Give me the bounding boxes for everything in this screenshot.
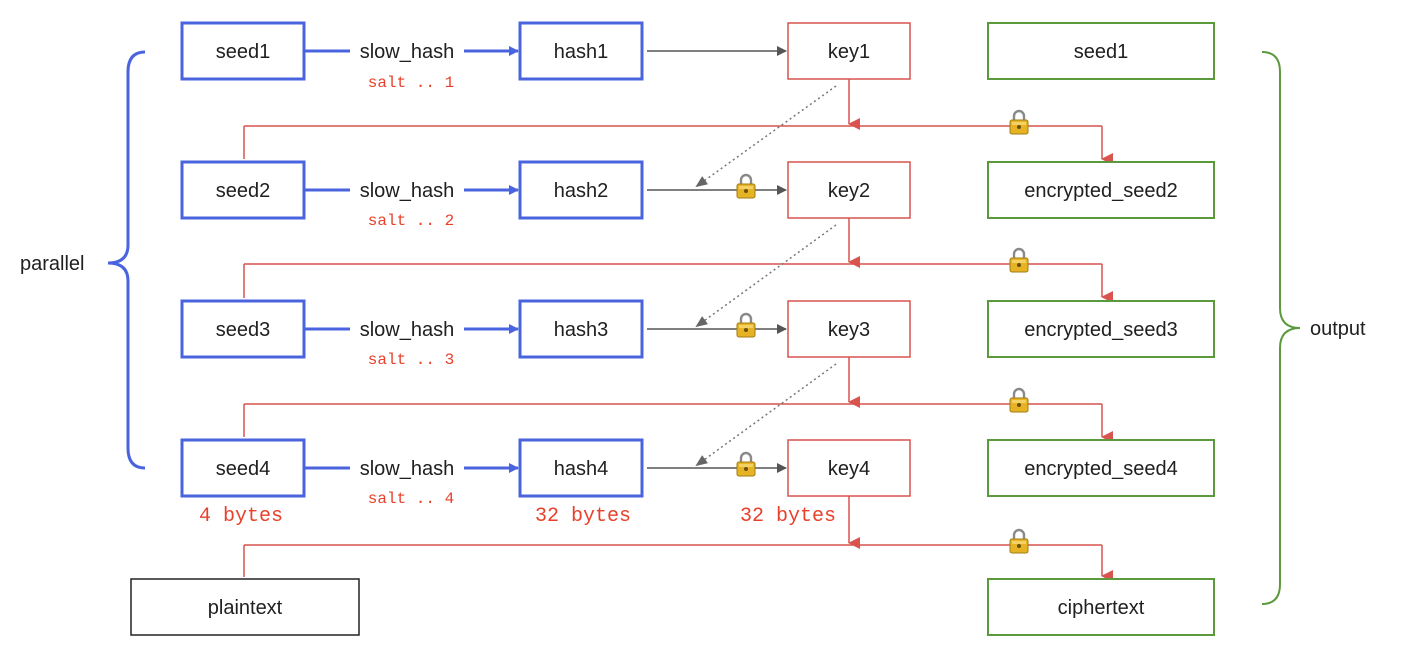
lock-icon [735,173,757,200]
seed-size-label: 4 bytes [199,505,283,528]
key-box [787,161,911,219]
hash-size-label: 32 bytes [535,505,631,528]
output-label-text: encrypted_seed3 [1024,319,1177,341]
parallel-bracket [107,50,146,470]
output-label-text: encrypted_seed4 [1024,458,1177,480]
connector-4-bottom [243,496,1113,582]
connector-1-2 [243,79,1113,188]
hash-label: hash1 [554,41,609,63]
hash-box [518,21,644,81]
output-label: output [1310,318,1366,340]
lock-icon [1008,387,1030,414]
hash-box [518,299,644,359]
row-4: seed4 slow_hash salt .. 4 hash4 key4 enc… [180,438,1215,508]
row-1: seed1 slow_hash salt .. 1 hash1 key1 see… [180,21,1215,92]
salt-label: salt .. 3 [368,351,454,369]
output-label-text: seed1 [1074,41,1129,63]
seed-box [180,160,306,220]
seed-box [180,21,306,81]
parallel-label: parallel [20,253,84,275]
slow-hash-label: slow_hash [360,41,455,63]
key-box [787,22,911,80]
row-2: seed2 slow_hash salt .. 2 hash2 key2 enc… [180,160,1215,230]
plaintext-box [130,578,360,636]
slow-hash-label: slow_hash [360,458,455,480]
lock-icon [735,451,757,478]
hash-box [518,438,644,498]
salt-label: salt .. 2 [368,212,454,230]
output-bracket [1261,51,1301,605]
ciphertext-box [987,578,1215,636]
output-box [987,300,1215,358]
lock-icon [735,312,757,339]
hash-box [518,160,644,220]
lock-icon [1008,247,1030,274]
seed-label: seed3 [216,319,271,341]
key-label: key3 [828,319,870,341]
key-box [787,439,911,497]
key-box [787,300,911,358]
key-size-label: 32 bytes [740,505,836,528]
seed-box [180,299,306,359]
key-label: key4 [828,458,870,480]
connector-2-3 [243,218,1113,328]
connector-3-4 [243,357,1113,467]
salt-label: salt .. 1 [368,74,454,92]
output-box [987,161,1215,219]
lock-icon [1008,109,1030,136]
output-label-text: encrypted_seed2 [1024,180,1177,202]
key-label: key2 [828,180,870,202]
seed-label: seed2 [216,180,271,202]
seed-label: seed1 [216,41,271,63]
plaintext-label: plaintext [208,597,283,619]
output-box [987,22,1215,80]
salt-label: salt .. 4 [368,490,454,508]
row-3: seed3 slow_hash salt .. 3 hash3 key3 enc… [180,299,1215,369]
ciphertext-label: ciphertext [1058,597,1145,619]
seed-label: seed4 [216,458,271,480]
key-label: key1 [828,41,870,63]
hash-label: hash3 [554,319,609,341]
hash-label: hash2 [554,180,609,202]
slow-hash-label: slow_hash [360,180,455,202]
output-box [987,439,1215,497]
slow-hash-label: slow_hash [360,319,455,341]
seed-box [180,438,306,498]
hash-label: hash4 [554,458,609,480]
lock-icon [1008,528,1030,555]
